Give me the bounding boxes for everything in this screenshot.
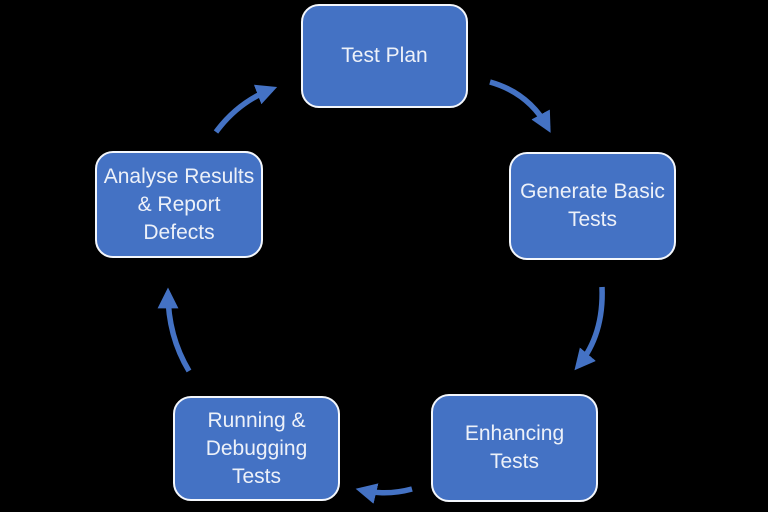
node-label: Generate Basic <box>520 180 665 203</box>
node-label: Tests <box>489 450 539 473</box>
node-generate-basic-tests: Generate Basic Tests <box>509 152 676 260</box>
node-label: Analyse Results <box>103 164 255 188</box>
node-label: Tests <box>231 464 281 488</box>
curved-arrow-analyse-to-testplan-icon <box>213 84 278 134</box>
node-test-plan: Test Plan <box>301 4 468 108</box>
node-label: Tests <box>567 208 617 231</box>
node-label: Test Plan <box>341 44 428 67</box>
curved-arrow-running-to-analyse-icon <box>157 287 192 373</box>
node-enhancing-tests: Enhancing Tests <box>431 394 598 502</box>
node-label: & Report <box>137 192 221 216</box>
node-analyse-results-report-defects: Analyse Results & Report Defects <box>95 151 263 258</box>
node-label: Defects <box>143 220 215 244</box>
node-label: Enhancing <box>464 422 565 445</box>
curved-arrow-testplan-to-generate-icon <box>489 79 551 133</box>
node-label: Running & <box>207 408 306 432</box>
curved-arrow-generate-to-enhancing-icon <box>574 286 605 371</box>
curved-arrow-enhancing-to-running-icon <box>355 483 413 504</box>
node-running-debugging-tests: Running & Debugging Tests <box>173 396 340 501</box>
node-label: Debugging <box>205 436 308 460</box>
